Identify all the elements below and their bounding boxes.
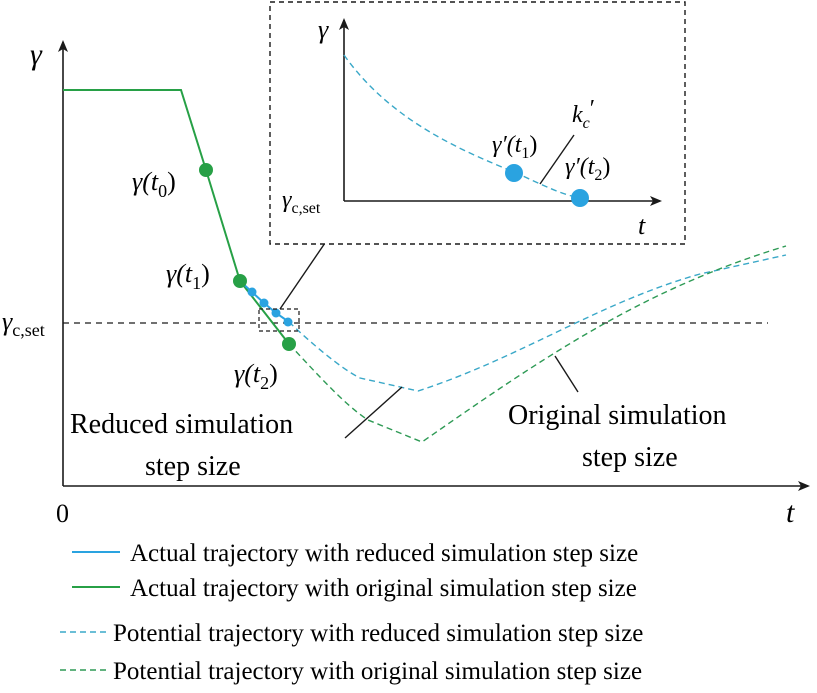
point-t0	[199, 163, 213, 177]
legend-label: Potential trajectory with reduced simula…	[113, 620, 643, 647]
original-step-annotation-line1: Original simulation	[508, 400, 727, 431]
legend-item: Actual trajectory with original simulati…	[72, 575, 637, 602]
legend-item: Potential trajectory with original simul…	[60, 658, 642, 685]
legend-item: Actual trajectory with reduced simulatio…	[72, 540, 638, 567]
inset-slope-line	[539, 134, 575, 185]
point-t1	[233, 274, 247, 288]
label-t2: γ(t2)	[234, 359, 278, 393]
inset-point-t1	[505, 164, 523, 182]
setpoint-label: γc,set	[2, 307, 45, 340]
reduced-step-point	[247, 287, 257, 297]
inset-y-axis-label: γ	[318, 15, 329, 44]
legend: Actual trajectory with reduced simulatio…	[60, 540, 643, 685]
actual-original-trajectory	[63, 89, 290, 345]
inset-frame	[269, 1, 686, 245]
legend-item: Potential trajectory with reduced simula…	[60, 620, 643, 647]
reduced-annotation-leader	[344, 386, 403, 439]
inset-setpoint-label: γc,set	[282, 187, 321, 217]
zoom-leader-line	[279, 242, 326, 310]
label-t1: γ(t1)	[166, 259, 210, 293]
reduced-step-annotation-line1: Reduced simulation	[70, 409, 293, 440]
legend-label: Actual trajectory with reduced simulatio…	[130, 540, 638, 567]
inset-label-t2: γ′(t2)	[565, 154, 610, 184]
potential-reduced-trajectory	[288, 254, 787, 392]
reduced-step-point	[283, 317, 293, 327]
y-axis-label: γ	[30, 38, 43, 71]
inset-slope-label: kc′	[572, 96, 595, 132]
original-step-annotation-line2: step size	[582, 442, 678, 473]
x-axis-label: t	[786, 496, 795, 529]
zoom-region-box	[258, 308, 300, 332]
label-t0: γ(t0)	[132, 167, 176, 201]
reduced-step-point	[271, 308, 281, 318]
inset-x-axis-label: t	[638, 211, 646, 240]
original-annotation-leader	[554, 355, 579, 393]
inset-potential-reduced-trajectory	[343, 54, 581, 199]
legend-label: Actual trajectory with original simulati…	[130, 575, 637, 602]
origin-label: 0	[56, 499, 69, 528]
reduced-step-annotation-line2: step size	[145, 451, 241, 482]
reduced-step-point	[259, 298, 269, 308]
legend-label: Potential trajectory with original simul…	[113, 658, 642, 685]
inset-point-t2	[571, 189, 589, 207]
inset-label-t1: γ′(t1)	[492, 132, 537, 162]
point-t2	[282, 337, 296, 351]
